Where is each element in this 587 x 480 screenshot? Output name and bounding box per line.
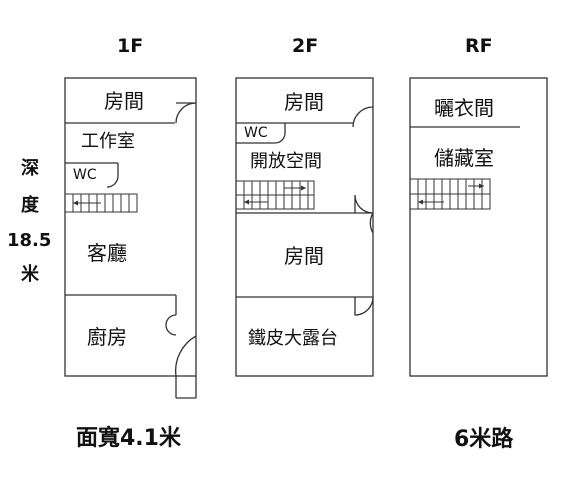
1f-door-wc [106,175,119,188]
1f-room-workroom: 工作室 [81,131,135,152]
rf-outline [409,77,548,377]
1f-room-kitchen: 廚房 [87,325,127,349]
road-width-label: 6米路 [454,427,514,452]
depth-label-char2: 度 [21,195,39,216]
depth-label-unit: 米 [21,264,39,285]
floor-label-2f: 2F [292,35,319,57]
2f-room-open-space: 開放空間 [250,151,322,172]
1f-door-bedroom [175,102,197,124]
2f-room-bedroom-back: 房間 [284,244,324,268]
1f-room-living: 客廳 [87,241,127,265]
floor-label-1f: 1F [117,35,144,57]
frontage-width-label: 面寬4.1米 [76,426,181,451]
2f-room-bedroom-front: 房間 [284,90,324,114]
2f-room-balcony: 鐵皮大露台 [248,328,338,349]
rf-room-laundry: 曬衣間 [434,96,494,120]
rf-stairs [409,178,491,210]
1f-room-wc: WC [73,167,97,183]
1f-door-entrance [175,335,197,398]
2f-door-wc [274,132,286,144]
2f-stairs [235,180,315,210]
1f-outline [64,77,197,377]
2f-room-wc: WC [244,125,268,141]
depth-label-value: 18.5 [7,230,52,251]
1f-door-kitchen [165,314,177,336]
2f-door-bedroom [352,106,374,128]
depth-label-char1: 深 [21,158,39,179]
2f-outline [235,77,374,377]
2f-door-balcony [354,296,374,316]
1f-stairs [64,193,138,213]
2f-door-room [369,212,374,234]
floor-label-rf: RF [465,35,493,57]
2f-door-open-space [354,194,374,214]
rf-room-storage: 儲藏室 [434,146,494,170]
1f-room-bedroom: 房間 [104,89,144,113]
